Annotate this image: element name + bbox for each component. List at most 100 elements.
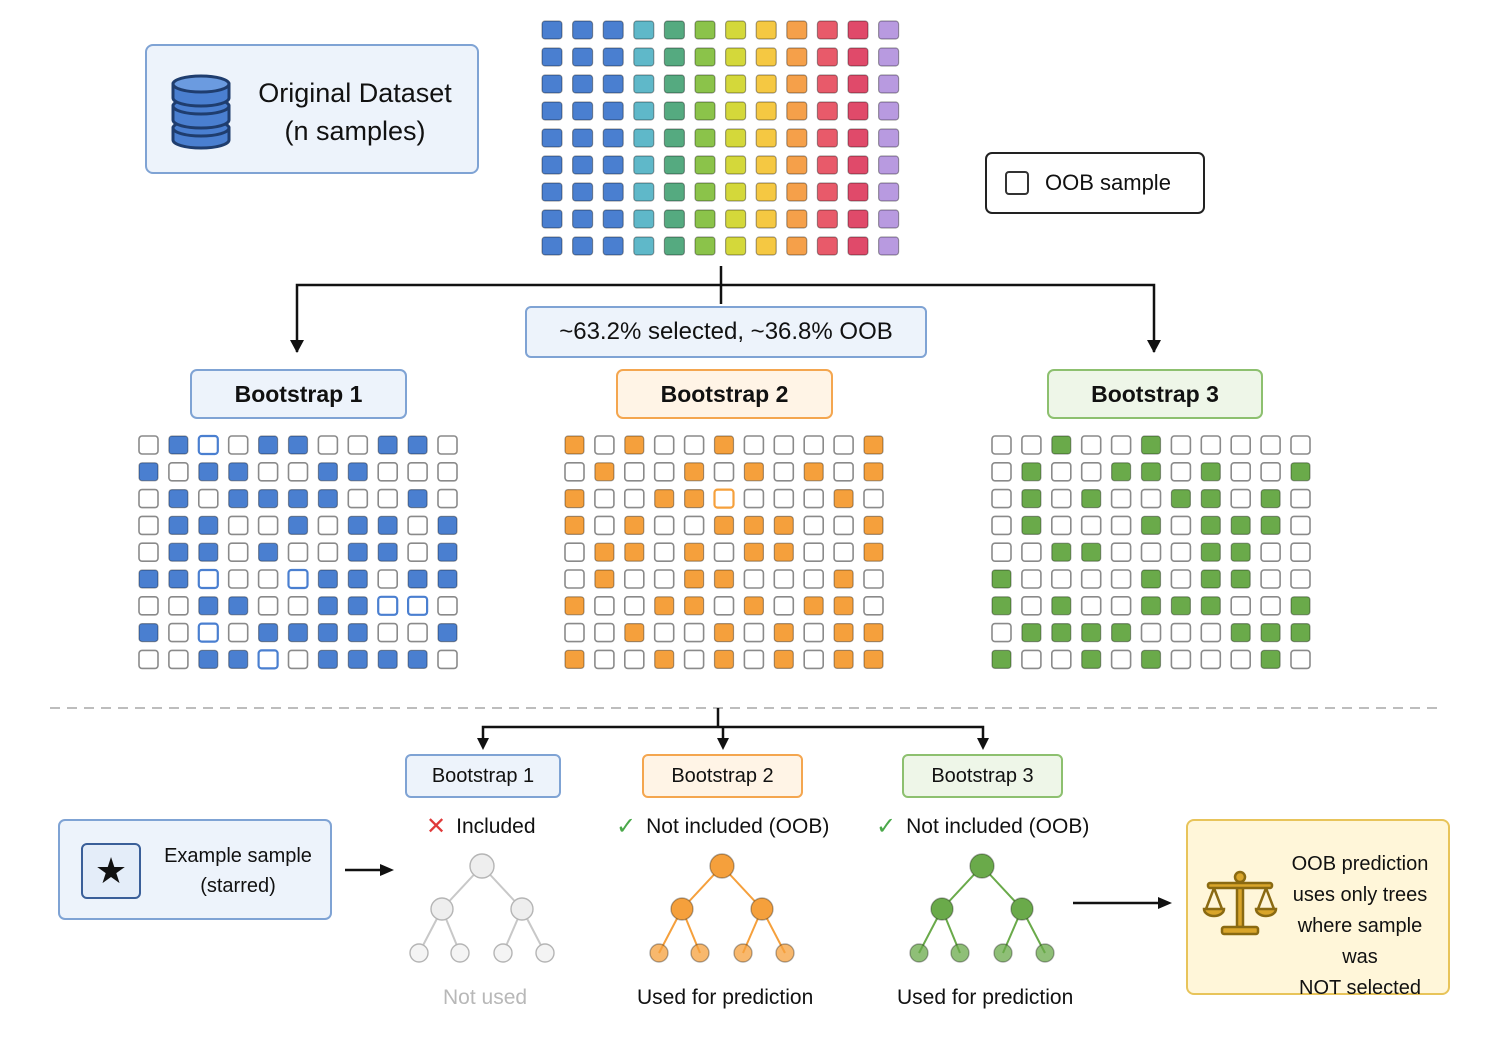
oob-sample [1140, 488, 1162, 509]
dataset-sample [571, 128, 594, 148]
dataset-sample [755, 128, 777, 148]
oob-sample [991, 435, 1012, 455]
selected-sample [1021, 462, 1042, 482]
selected-sample [1081, 489, 1102, 509]
selected-sample [773, 649, 794, 670]
selected-sample [168, 515, 189, 536]
oob-sample [407, 461, 428, 482]
bootstrap-1-title: Bootstrap 1 [234, 380, 363, 407]
selected-sample [1230, 515, 1251, 536]
selected-sample [713, 649, 735, 670]
oob-sample [197, 434, 219, 456]
oob-sample [594, 515, 615, 536]
tree-node [993, 943, 1013, 963]
selected-sample [1140, 569, 1162, 589]
oob-sample [653, 461, 675, 482]
oob-sample [1080, 595, 1102, 616]
oob-sample [257, 649, 279, 670]
oob-sample [287, 568, 309, 590]
oob-sample [317, 515, 339, 536]
tree-1-caption: Not used [443, 986, 528, 1009]
dataset-sample [694, 74, 716, 94]
oob-sample [197, 568, 219, 590]
oob-sample [803, 622, 825, 643]
lower-split-arrows [481, 708, 985, 740]
example-bootstrap-1-label: Bootstrap 1 [405, 754, 561, 798]
dataset-sample [602, 20, 624, 40]
selected-sample [287, 622, 309, 643]
oob-sample [623, 569, 645, 589]
oob-sample [1290, 515, 1311, 536]
selected-sample [991, 596, 1012, 616]
selected-sample [833, 622, 854, 643]
selected-sample [437, 569, 458, 589]
selected-sample [258, 542, 279, 562]
selected-sample [1081, 649, 1102, 670]
selected-sample [437, 515, 458, 536]
dataset-sample [724, 236, 747, 256]
oob-sample [773, 595, 795, 616]
selected-sample [138, 622, 159, 643]
oob-legend-swatch [1005, 171, 1029, 195]
oob-sample [1110, 649, 1132, 670]
example-sample-subtitle: (starred) [200, 875, 276, 897]
tree-node [709, 853, 735, 879]
status-bootstrap-2-text: Not included (OOB) [646, 814, 830, 838]
tree-node [409, 943, 429, 963]
dataset-sample [663, 182, 686, 202]
oob-sample [1230, 488, 1251, 509]
dataset-sample [755, 155, 777, 175]
oob-sample [833, 515, 854, 536]
oob-sample [1051, 461, 1072, 482]
tree-1 [409, 853, 555, 963]
example-sample-title: Example sample [164, 845, 312, 867]
selected-sample [1021, 489, 1042, 509]
selected-sample [863, 515, 884, 536]
oob-sample [377, 461, 399, 482]
selected-sample [168, 435, 189, 455]
selected-sample [317, 596, 338, 616]
oob-sample [594, 595, 615, 616]
dataset-sample [633, 182, 655, 202]
selected-sample [1200, 596, 1221, 616]
selected-sample [437, 622, 458, 643]
tree-node [510, 897, 534, 921]
oob-sample [227, 515, 249, 536]
oob-sample [1080, 515, 1102, 536]
dataset-sample [786, 209, 808, 229]
dataset-sample [877, 128, 900, 148]
oob-sample [833, 542, 854, 563]
dataset-sample [541, 155, 563, 175]
oob-sample [168, 461, 189, 482]
bootstrap-3-header: Bootstrap 3 [1047, 369, 1263, 419]
oob-sample [683, 435, 705, 455]
oob-sample [317, 542, 339, 563]
dataset-sample [724, 209, 747, 229]
selection-ratio-text: ~63.2% selected, ~36.8% OOB [559, 318, 893, 345]
oob-sample [991, 488, 1012, 509]
dataset-sample [847, 209, 869, 229]
selected-sample [654, 649, 675, 670]
selected-sample [594, 542, 615, 562]
selected-sample [1260, 649, 1281, 670]
dataset-sample [755, 182, 777, 202]
oob-sample [437, 649, 458, 670]
status-bootstrap-1-text: Included [456, 814, 536, 838]
selected-sample [773, 515, 794, 536]
selected-sample [743, 542, 765, 562]
oob-sample [198, 488, 219, 509]
oob-sample [138, 515, 159, 536]
selected-sample [683, 489, 705, 509]
selected-sample [564, 649, 585, 670]
oob-sample [1260, 595, 1281, 616]
oob-sample [683, 622, 705, 643]
oob-sample [168, 649, 189, 670]
selected-sample [863, 462, 884, 482]
oob-sample [623, 461, 645, 482]
dataset-sample [847, 101, 869, 121]
tree-node [670, 897, 694, 921]
oob-sample [594, 622, 615, 643]
oob-sample [1260, 461, 1281, 482]
oob-sample [1200, 649, 1222, 670]
oob-sample [991, 622, 1012, 643]
